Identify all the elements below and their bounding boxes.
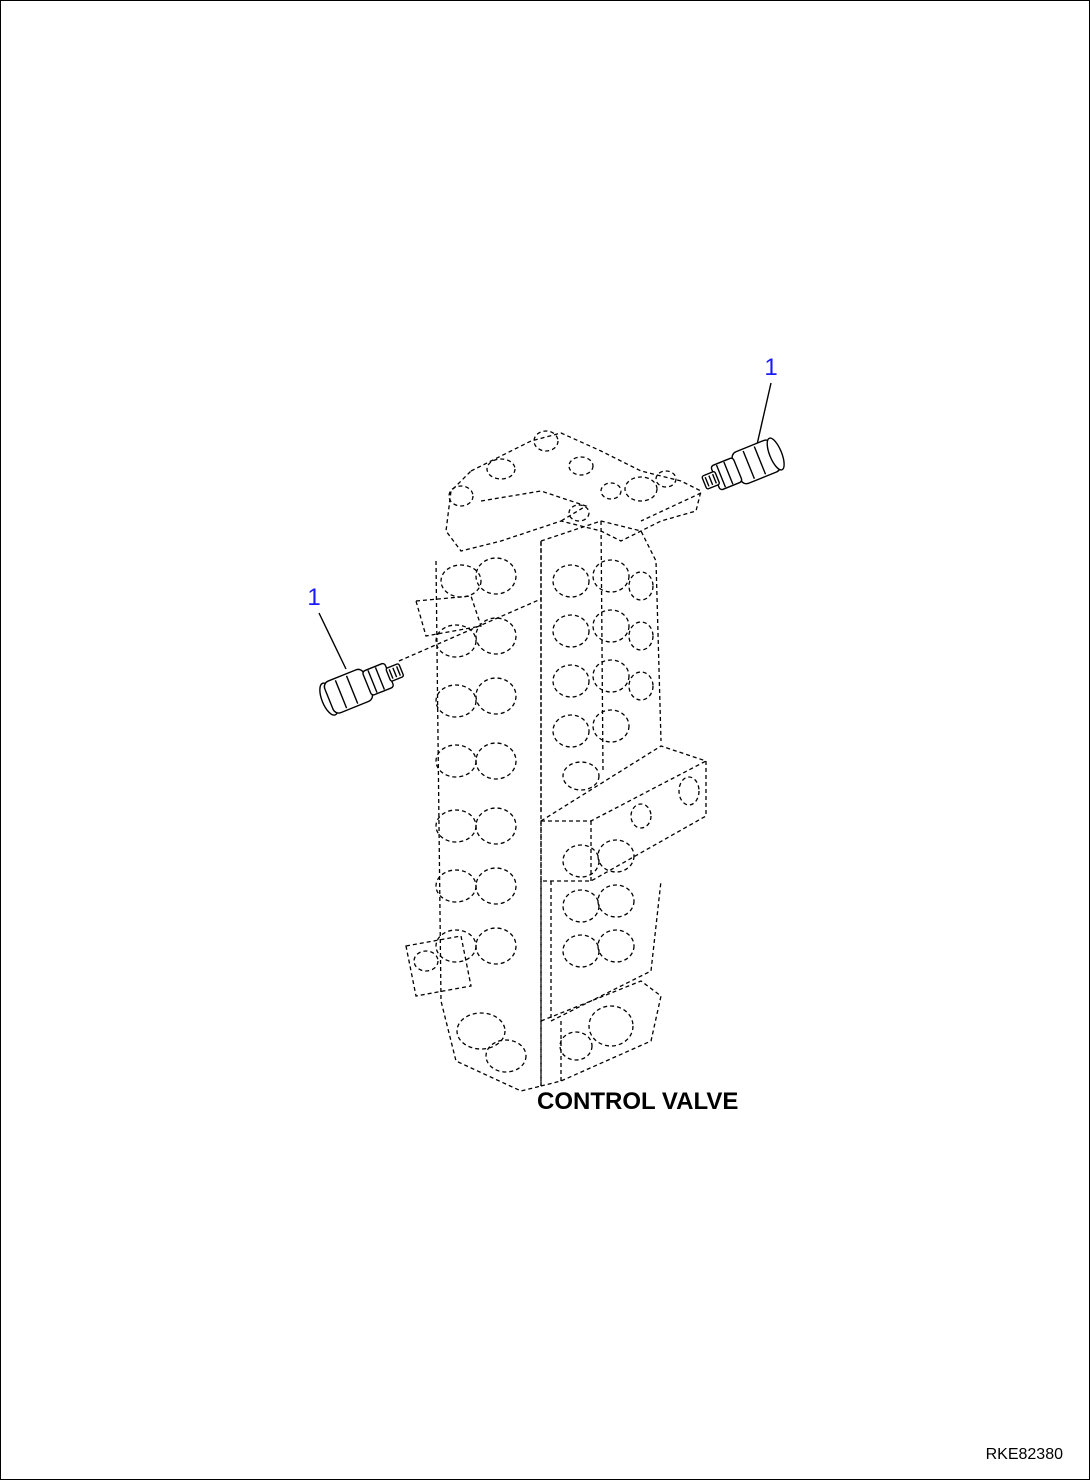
- assembly-line-upper: [640, 492, 702, 522]
- pressure-sensor-upper: [640, 382, 785, 522]
- pressure-sensor-lower: [318, 598, 542, 716]
- spool-section-right: [552, 559, 654, 1061]
- callout-leader-lower: [318, 612, 347, 670]
- assembly-line-lower: [398, 598, 542, 662]
- control-valve-drawing: [405, 430, 707, 1092]
- callout-leader-upper: [755, 382, 772, 450]
- callout-number-upper: 1: [764, 354, 777, 381]
- component-label: CONTROL VALVE: [537, 1088, 738, 1115]
- drawing-id: RKE82380: [986, 1446, 1063, 1463]
- callout-number-lower: 1: [307, 584, 320, 611]
- spool-section-left: [435, 557, 527, 1073]
